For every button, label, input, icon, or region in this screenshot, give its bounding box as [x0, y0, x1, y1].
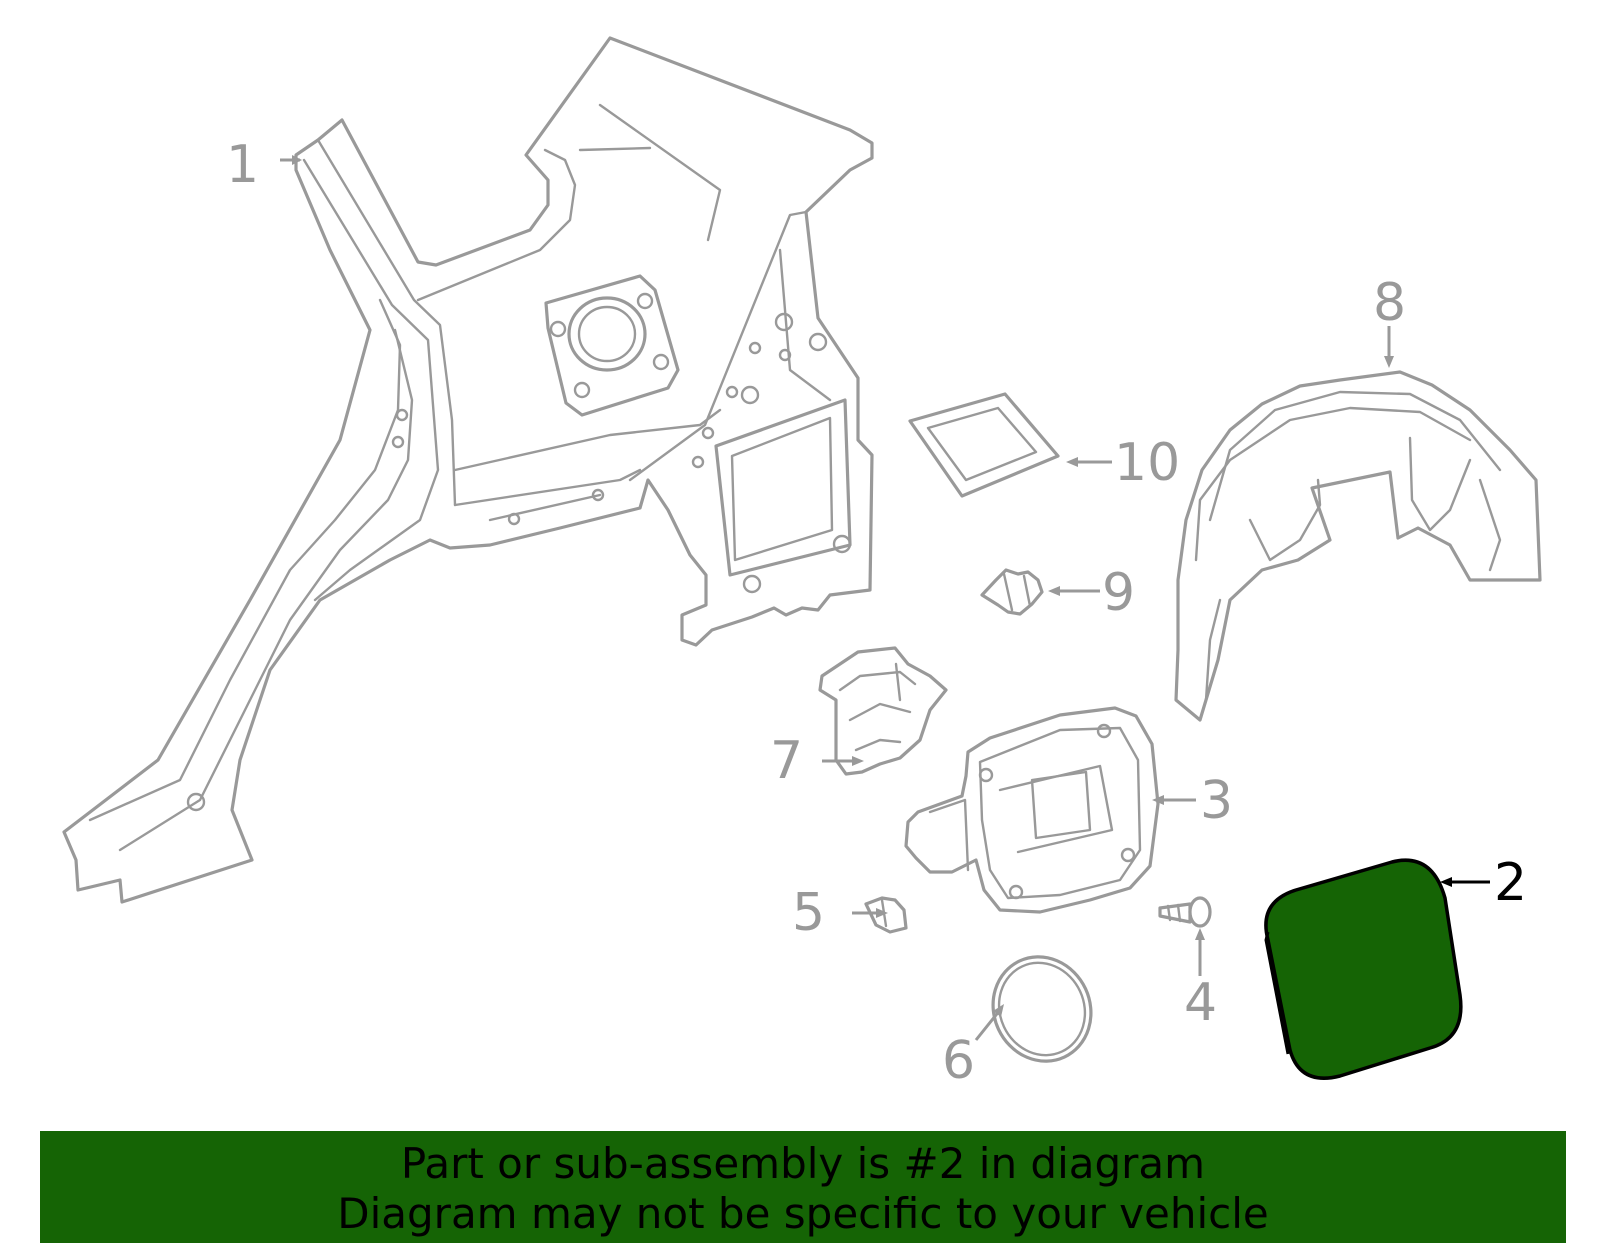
callout-labels: 1 2 3 4 5 6 7 8 9 10: [226, 135, 1527, 1091]
screw-part-4: [1158, 896, 1212, 928]
callout-1: 1: [226, 135, 259, 195]
callout-7: 7: [770, 731, 803, 791]
callout-6: 6: [942, 1031, 975, 1091]
fuel-door-highlight-fill: [1264, 858, 1463, 1080]
info-banner: Part or sub-assembly is #2 in diagram Di…: [40, 1131, 1566, 1243]
actuator-part-7: [818, 646, 948, 776]
fuel-door-edge: [1264, 931, 1290, 1055]
wheel-liner-part-8: [1174, 370, 1542, 722]
leader-lines: [280, 155, 1490, 1041]
callout-8: 8: [1373, 273, 1406, 333]
quarter-panel-part-1: [62, 36, 874, 904]
fuel-door-housing-part-3: [904, 706, 1160, 914]
clip-part-5: [864, 896, 908, 934]
callout-5: 5: [792, 883, 825, 943]
banner-line-1: Part or sub-assembly is #2 in diagram: [400, 1139, 1206, 1188]
callout-3: 3: [1200, 771, 1233, 831]
clip-part-9: [980, 568, 1044, 616]
callout-2: 2: [1494, 853, 1527, 913]
banner-line-2: Diagram may not be specific to your vehi…: [337, 1189, 1269, 1238]
gasket-part-10: [908, 392, 1060, 498]
callout-9: 9: [1102, 563, 1135, 623]
callout-4: 4: [1184, 973, 1217, 1033]
fuel-door-part-2: [1264, 858, 1463, 1080]
o-ring-part-6: [991, 955, 1093, 1063]
callout-10: 10: [1114, 433, 1180, 493]
